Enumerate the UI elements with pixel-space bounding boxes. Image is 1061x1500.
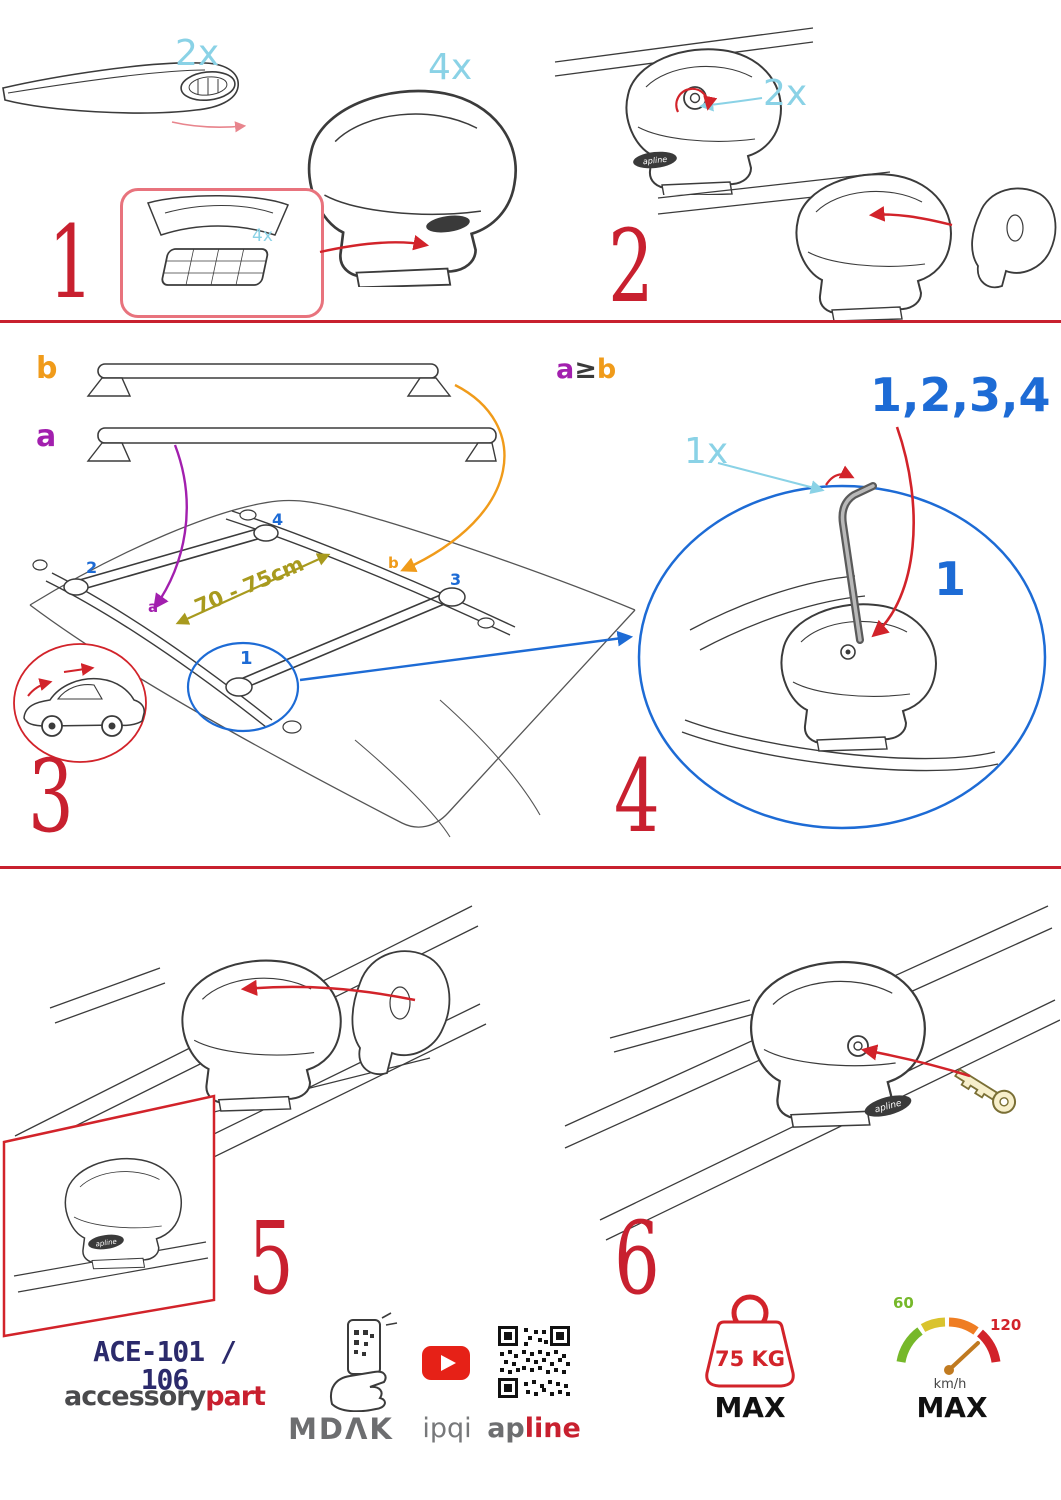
- lock-key-illustration: apline: [564, 905, 1060, 1241]
- product-model-label: ACE-101 / 106: [93, 1335, 237, 1396]
- lock-cylinder-icon: [847, 1035, 869, 1057]
- apline-badge-icon: [426, 215, 470, 233]
- roof-bar-b-label: b: [388, 554, 399, 572]
- rule-a: a: [556, 354, 575, 385]
- step-3-number: 3: [28, 738, 74, 855]
- front-bar-label: a: [36, 419, 57, 454]
- section-divider: [0, 320, 1061, 323]
- cover-piece-illustration: [971, 187, 1057, 289]
- max-speed-label: MAX: [916, 1391, 988, 1424]
- apline-logo: apline: [484, 1415, 584, 1442]
- torque-detail-illustration: [637, 482, 1047, 830]
- pad-quantity-label: 4x: [252, 226, 273, 246]
- rubber-pad-inset: [120, 188, 324, 318]
- brand-accessory: accessory: [64, 1381, 206, 1412]
- step-2-number: 2: [608, 208, 654, 325]
- length-rule-label: a≥b: [556, 356, 616, 383]
- max-load-weight-icon: [705, 1294, 795, 1388]
- speedometer-icon: [896, 1317, 1001, 1375]
- rubber-pad-illustration: [146, 195, 289, 286]
- roof-position-4: 4: [272, 510, 284, 529]
- rear-bar-label: b: [36, 351, 58, 386]
- step-4-number: 4: [614, 738, 660, 855]
- foot-quantity-label: 4x: [428, 47, 473, 88]
- tool-quantity-label: 1x: [684, 431, 729, 472]
- roof-bar-a-label: a: [148, 598, 159, 616]
- max-load-value: 75 KG: [714, 1347, 786, 1371]
- brand-part: part: [205, 1381, 266, 1412]
- tightening-sequence-label: 1,2,3,4: [870, 368, 1051, 422]
- speed-unit-label: km/h: [933, 1377, 967, 1392]
- step-5-number: 5: [248, 1200, 294, 1317]
- ipqi-logo: ipqi: [422, 1413, 472, 1444]
- apline-badge-icon: apline: [88, 1234, 124, 1250]
- roof-mounting-illustration: [29, 499, 636, 838]
- rule-ge: ≥: [574, 354, 597, 385]
- rule-b: b: [596, 354, 617, 385]
- accessorypart-logo: accessorypart: [62, 1383, 267, 1410]
- lock-quantity-label: 2x: [763, 73, 808, 114]
- logo-line: line: [524, 1413, 581, 1444]
- foot-assembly-illustration: [307, 89, 518, 287]
- installed-foot-inset: apline: [2, 1094, 216, 1338]
- speed-high-label: 120: [990, 1316, 1022, 1334]
- roof-position-2: 2: [86, 558, 98, 577]
- bar-quantity-label: 2x: [175, 33, 220, 74]
- apline-badge-icon: apline: [864, 1095, 912, 1117]
- svg-text:apline: apline: [642, 155, 667, 167]
- detail-callout-circle: [186, 641, 300, 733]
- foot-cover-assembly-illustration: [657, 171, 1057, 320]
- step-6-number: 6: [614, 1200, 660, 1317]
- crossbars-front-view-illustration: [86, 363, 497, 462]
- cover-piece-illustration: [351, 950, 451, 1075]
- speed-low-label: 60: [893, 1294, 914, 1312]
- crossbar-illustration: [2, 62, 239, 114]
- step-1-number: 1: [48, 204, 94, 321]
- section-divider: [0, 866, 1061, 869]
- allen-key-icon: [838, 482, 877, 644]
- phone-scan-icon: [330, 1312, 398, 1412]
- first-position-label: 1: [934, 552, 967, 606]
- roof-position-1: 1: [240, 648, 253, 669]
- qr-code-icon: [498, 1326, 572, 1400]
- max-load-label: MAX: [714, 1391, 786, 1424]
- apline-badge-icon: apline: [633, 151, 677, 169]
- distance-arrow: [175, 553, 331, 625]
- svg-text:apline: apline: [95, 1238, 117, 1249]
- car-inset-illustration: [13, 643, 147, 763]
- key-icon: [954, 1067, 1017, 1114]
- mdak-logo: MDΛK: [288, 1412, 394, 1446]
- roof-position-3: 3: [450, 570, 462, 589]
- logo-ap: ap: [487, 1413, 525, 1444]
- lock-cylinder-icon: [683, 86, 707, 110]
- youtube-play-icon: [422, 1346, 470, 1380]
